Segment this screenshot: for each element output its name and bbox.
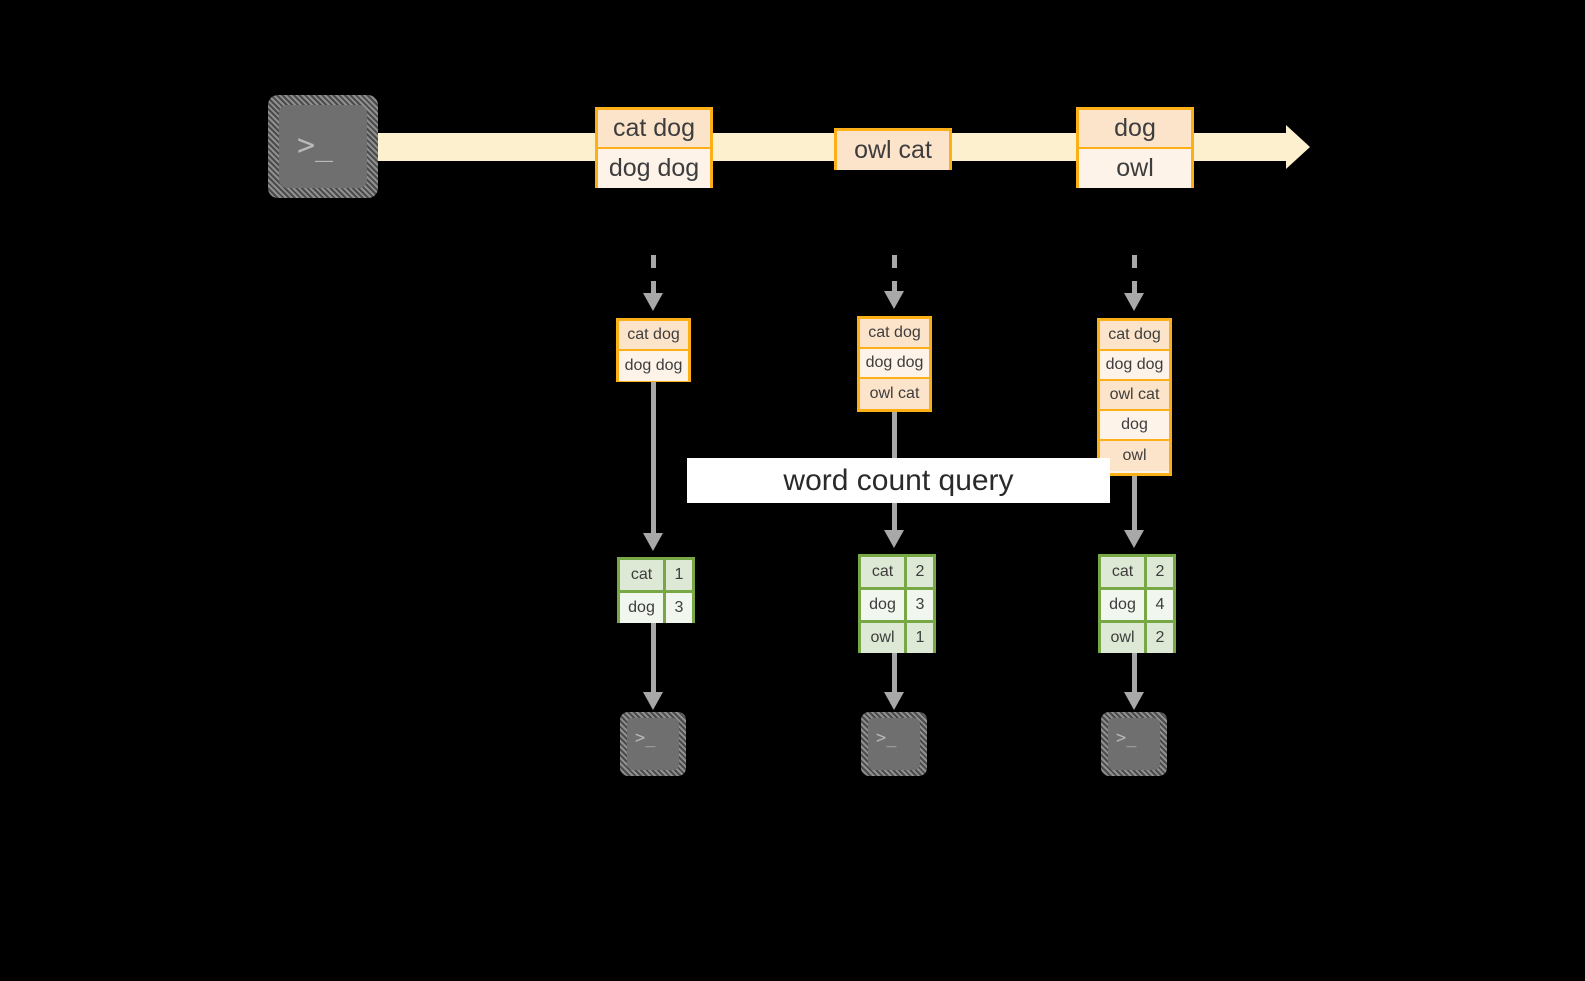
snapshot-2-tap-arrowhead xyxy=(884,291,904,309)
result-word: owl xyxy=(1101,623,1147,653)
result-word: owl xyxy=(861,623,907,653)
snapshot-2-input-records[interactable]: cat dog dog dog owl cat xyxy=(857,316,932,412)
result-word: cat xyxy=(861,557,907,587)
stream-record: cat dog xyxy=(598,110,710,149)
result-word: dog xyxy=(620,593,666,623)
snapshot-3-sink-terminal[interactable]: >_ xyxy=(1101,712,1167,776)
result-count: 3 xyxy=(666,593,692,623)
snapshot-1-record: dog dog xyxy=(619,351,688,381)
snapshot-1-sink-terminal[interactable]: >_ xyxy=(620,712,686,776)
snapshot-1-result-table[interactable]: cat 1 dog 3 xyxy=(617,557,695,623)
result-count: 3 xyxy=(907,590,933,620)
result-count: 1 xyxy=(666,560,692,590)
snapshot-3-result-table[interactable]: cat 2 dog 4 owl 2 xyxy=(1098,554,1176,653)
result-count: 4 xyxy=(1147,590,1173,620)
snapshot-1-sink-arrowhead xyxy=(643,692,663,710)
snapshot-2-sink-terminal[interactable]: >_ xyxy=(861,712,927,776)
terminal-prompt-icon: >_ xyxy=(635,728,656,748)
terminal-prompt-icon: >_ xyxy=(297,128,334,163)
snapshot-3-record: cat dog xyxy=(1100,321,1169,351)
result-count: 2 xyxy=(907,557,933,587)
table-row: dog 3 xyxy=(620,593,692,623)
table-row: cat 1 xyxy=(620,560,692,593)
snapshot-1-record: cat dog xyxy=(619,321,688,351)
terminal-screen xyxy=(868,718,920,770)
snapshot-3-record: dog dog xyxy=(1100,351,1169,381)
snapshot-3-sink-line xyxy=(1132,653,1137,696)
snapshot-3-query-arrowhead xyxy=(1124,530,1144,548)
snapshot-1-input-records[interactable]: cat dog dog dog xyxy=(616,318,691,382)
snapshot-1-tap-line xyxy=(651,255,656,295)
table-row: dog 3 xyxy=(861,590,933,623)
result-word: cat xyxy=(620,560,666,590)
stream-arrowhead xyxy=(1286,125,1310,169)
result-count: 1 xyxy=(907,623,933,653)
snapshot-3-record: dog xyxy=(1100,411,1169,441)
snapshot-3-tap-arrowhead xyxy=(1124,293,1144,311)
snapshot-2-query-arrowhead xyxy=(884,530,904,548)
snapshot-2-record: owl cat xyxy=(860,379,929,409)
snapshot-3-query-line xyxy=(1132,476,1137,534)
snapshot-3-sink-arrowhead xyxy=(1124,692,1144,710)
stream-source-terminal[interactable]: >_ xyxy=(268,95,378,198)
result-word: cat xyxy=(1101,557,1147,587)
stream-record: dog dog xyxy=(598,149,710,188)
snapshot-3-tap-line xyxy=(1132,255,1137,295)
snapshot-1-query-line xyxy=(651,382,656,537)
stream-record-group-1[interactable]: cat dog dog dog xyxy=(595,107,713,188)
result-count: 2 xyxy=(1147,623,1173,653)
snapshot-1-query-arrowhead xyxy=(643,533,663,551)
result-word: dog xyxy=(861,590,907,620)
snapshot-1-tap-arrowhead xyxy=(643,293,663,311)
snapshot-2-sink-arrowhead xyxy=(884,692,904,710)
snapshot-2-record: dog dog xyxy=(860,349,929,379)
stream-record: owl xyxy=(1079,149,1191,188)
snapshot-2-record: cat dog xyxy=(860,319,929,349)
terminal-screen xyxy=(1108,718,1160,770)
terminal-screen xyxy=(279,105,367,188)
snapshot-3-input-records[interactable]: cat dog dog dog owl cat dog owl xyxy=(1097,318,1172,476)
table-row: cat 2 xyxy=(1101,557,1173,590)
table-row: cat 2 xyxy=(861,557,933,590)
terminal-screen xyxy=(627,718,679,770)
snapshot-2-result-table[interactable]: cat 2 dog 3 owl 1 xyxy=(858,554,936,653)
snapshot-2-tap-line xyxy=(892,255,897,293)
snapshot-1-sink-line xyxy=(651,623,656,695)
snapshot-3-record: owl xyxy=(1100,441,1169,471)
terminal-prompt-icon: >_ xyxy=(1116,728,1137,748)
terminal-prompt-icon: >_ xyxy=(876,728,897,748)
stream-record-group-2[interactable]: owl cat xyxy=(834,128,952,170)
snapshot-3-record: owl cat xyxy=(1100,381,1169,411)
stream-record-group-3[interactable]: dog owl xyxy=(1076,107,1194,188)
stream-record: owl cat xyxy=(837,131,949,170)
table-row: owl 2 xyxy=(1101,623,1173,653)
table-row: owl 1 xyxy=(861,623,933,653)
table-row: dog 4 xyxy=(1101,590,1173,623)
snapshot-2-sink-line xyxy=(892,653,897,696)
query-banner: word count query xyxy=(687,458,1110,503)
result-count: 2 xyxy=(1147,557,1173,587)
stream-record: dog xyxy=(1079,110,1191,149)
result-word: dog xyxy=(1101,590,1147,620)
